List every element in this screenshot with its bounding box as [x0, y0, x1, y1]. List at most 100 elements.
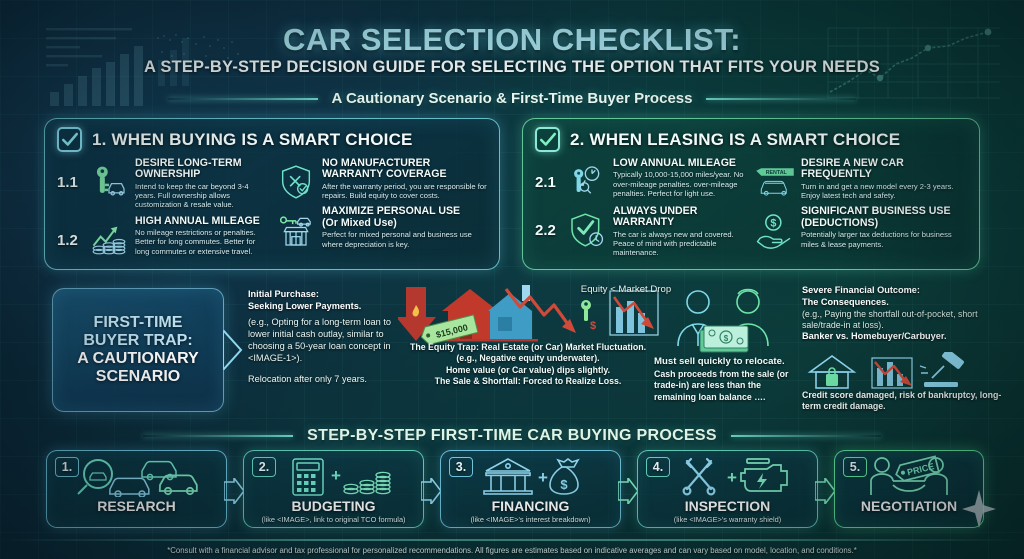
item-text: DESIRE A NEW CAR FREQUENTLY Turn in and …: [801, 157, 967, 201]
house-lock-icon: [807, 355, 857, 389]
panel-when-buying: 1. WHEN BUYING IS A SMART CHOICE 1.1: [44, 118, 500, 270]
checklist-item: 1.1: [57, 157, 269, 210]
rental-car-icon: RENTAL: [754, 158, 796, 200]
checklist-item: 2.1: [535, 157, 748, 200]
item-description: Intend to keep the car beyond 3-4 years.…: [135, 181, 249, 210]
panel-when-leasing: 2. WHEN LEASING IS A SMART CHOICE 2.1: [522, 118, 980, 270]
panel-title: 1. WHEN BUYING IS A SMART CHOICE: [92, 129, 413, 149]
band-rule-left: [143, 435, 294, 437]
equity-trap-caption: The Equity Trap: Real Estate (or Car) Ma…: [400, 342, 656, 388]
band-rule-left: [167, 97, 318, 100]
calculator-coins-icon: +: [244, 455, 423, 497]
panel-column-right: RENTAL DESIRE A NEW CAR FREQUENTLY Turn …: [754, 157, 967, 264]
item-heading-secondary: (Or Mixed Use): [322, 216, 397, 229]
item-description: After the warranty period, you are respo…: [322, 181, 487, 201]
declining-bar-chart-icon: [609, 290, 659, 336]
item-heading: ALWAYS UNDER WARRANTY: [613, 205, 698, 229]
panel-header: 2. WHEN LEASING IS A SMART CHOICE: [535, 127, 967, 152]
step-sublabel: (like <IMAGE>'s interest breakdown): [470, 515, 591, 524]
step-arrow-icon: [618, 478, 638, 504]
item-number: 1.2: [57, 231, 78, 249]
item-number: 2.2: [535, 222, 556, 239]
panel-column-left: 1.1: [57, 157, 269, 264]
step-label: BUDGETING: [291, 498, 376, 514]
svg-text:$: $: [770, 218, 776, 230]
first-time-buyer-trap-box: FIRST-TIME BUYER TRAP: A CAUTIONARY SCEN…: [52, 288, 224, 412]
checklist-item: 2.2 ALWAYS UNDER WARRANTY The car is alw…: [535, 205, 748, 258]
svg-text:+: +: [538, 468, 548, 487]
hand-dollar-icon: $: [754, 206, 796, 250]
step-label: INSPECTION: [684, 498, 771, 514]
item-text: HIGH ANNUAL MILEAGE No mileage restricti…: [135, 215, 269, 258]
keys-gauge-icon: [566, 158, 608, 200]
panel-column-left: 2.1: [535, 157, 748, 264]
svg-text:$: $: [724, 334, 729, 343]
equity-caption-line-1: The Equity Trap: Real Estate (or Car) Ma…: [409, 342, 647, 352]
item-text: LOW ANNUAL MILEAGE Typically 10,000-15,0…: [613, 157, 748, 200]
checklist-item: 1.2: [57, 215, 269, 258]
panel-header: 1. WHEN BUYING IS A SMART CHOICE: [57, 127, 487, 152]
initial-relocation: Relocation after only 7 years.: [248, 373, 367, 384]
step-budgeting[interactable]: 2. +: [243, 450, 424, 528]
step-arrow-icon: [224, 478, 244, 504]
bank-moneybag-icon: + $: [441, 455, 620, 497]
cash-stack-icon: $: [699, 325, 749, 353]
item-heading: DESIRE A NEW CAR FREQUENTLY: [801, 157, 904, 181]
key-dollar-icon: $: [581, 300, 596, 332]
item-text: NO MANUFACTURER WARRANTY COVERAGE After …: [322, 157, 487, 201]
step-label: NEGOTIATION: [860, 498, 958, 514]
declining-chart-icon: [871, 357, 913, 389]
panel-column-right: NO MANUFACTURER WARRANTY COVERAGE After …: [275, 157, 487, 264]
handshake-price-icon: PRICE: [835, 455, 983, 497]
sparkle-icon: [962, 490, 996, 528]
item-description: The car is always new and covered. Peace…: [613, 229, 734, 258]
panel-body: 1.1: [57, 157, 487, 264]
trap-line-2: BUYER TRAP:: [83, 332, 193, 350]
initial-heading-1: Initial Purchase:: [248, 289, 319, 299]
section-band-process: STEP-BY-STEP FIRST-TIME CAR BUYING PROCE…: [0, 427, 1024, 445]
step-label: RESEARCH: [97, 498, 176, 514]
section-band-cautionary: A Cautionary Scenario & First-Time Buyer…: [0, 90, 1024, 107]
svg-text:+: +: [331, 466, 341, 485]
trap-chevron-arrow-icon: [223, 330, 243, 370]
key-car-icon: [88, 158, 130, 200]
panel-title: 2. WHEN LEASING IS A SMART CHOICE: [570, 129, 901, 149]
must-sell-caption: Must sell quickly to relocate. Cash proc…: [654, 356, 804, 403]
trap-line-4: SCENARIO: [95, 367, 181, 385]
svg-text:$: $: [560, 477, 568, 492]
initial-body: (e.g., Opting for a long-term loan to lo…: [248, 316, 391, 363]
item-description: Turn in and get a new model every 2-3 ye…: [801, 181, 954, 201]
step-research[interactable]: 1.: [46, 450, 227, 528]
item-text: DESIRE LONG-TERM OWNERSHIP Intend to kee…: [135, 157, 269, 210]
checklist-item: NO MANUFACTURER WARRANTY COVERAGE After …: [275, 157, 487, 201]
svg-text:+: +: [727, 468, 737, 487]
severe-outcome-text: Severe Financial Outcome: The Consequenc…: [802, 285, 1002, 343]
item-description: Typically 10,000-15,000 miles/year. No o…: [613, 170, 744, 198]
equity-caption-line-4: The Sale & Shortfall: Forced to Realize …: [434, 376, 622, 387]
item-heading: SIGNIFICANT BUSINESS USE (DEDUCTIONS): [801, 205, 951, 229]
step-financing[interactable]: 3. + $ FINANCING (like <IM: [440, 450, 621, 528]
step-label: FINANCING: [491, 498, 570, 514]
consequences-icons: [807, 352, 964, 389]
svg-text:RENTAL: RENTAL: [766, 170, 788, 176]
severe-body: (e.g., Paying the shortfall out-of-pocke…: [802, 308, 978, 330]
item-number: 1.1: [57, 174, 78, 191]
sell-caption-line-2: Cash proceeds from the sale (or trade-in…: [654, 368, 789, 402]
initial-heading-2: Seeking Lower Payments.: [248, 300, 362, 311]
trap-line-1: FIRST-TIME: [93, 314, 183, 332]
item-text: SIGNIFICANT BUSINESS USE (DEDUCTIONS) Po…: [801, 205, 967, 249]
step-inspection[interactable]: 4. + INSPECTION (like <IMAGE>'s warranty…: [637, 450, 818, 528]
trap-line-3: A CAUTIONARY: [77, 350, 199, 367]
checklist-item: RENTAL DESIRE A NEW CAR FREQUENTLY Turn …: [754, 157, 967, 201]
band-label-process: STEP-BY-STEP FIRST-TIME CAR BUYING PROCE…: [307, 427, 717, 444]
severe-heading-1: Severe Financial Outcome:: [802, 285, 920, 295]
severe-outcome-caption: Credit score damaged, risk of bankruptcy…: [802, 390, 1002, 412]
step-sublabel: (like <IMAGE>, link to original TCO form…: [261, 515, 406, 524]
severe-heading-3: Banker vs. Homebuyer/Carbuyer.: [802, 331, 947, 342]
band-rule-right: [706, 97, 857, 100]
initial-purchase-text: Initial Purchase: Seeking Lower Payments…: [248, 289, 406, 386]
page-subtitle: A STEP-BY-STEP DECISION GUIDE FOR SELECT…: [144, 58, 880, 76]
equity-caption-line-2: (e.g., Negative equity underwater).: [456, 353, 600, 364]
item-description: No mileage restrictions or penalties. Be…: [135, 228, 256, 256]
price-tag-icon: PRICE: [895, 455, 940, 482]
